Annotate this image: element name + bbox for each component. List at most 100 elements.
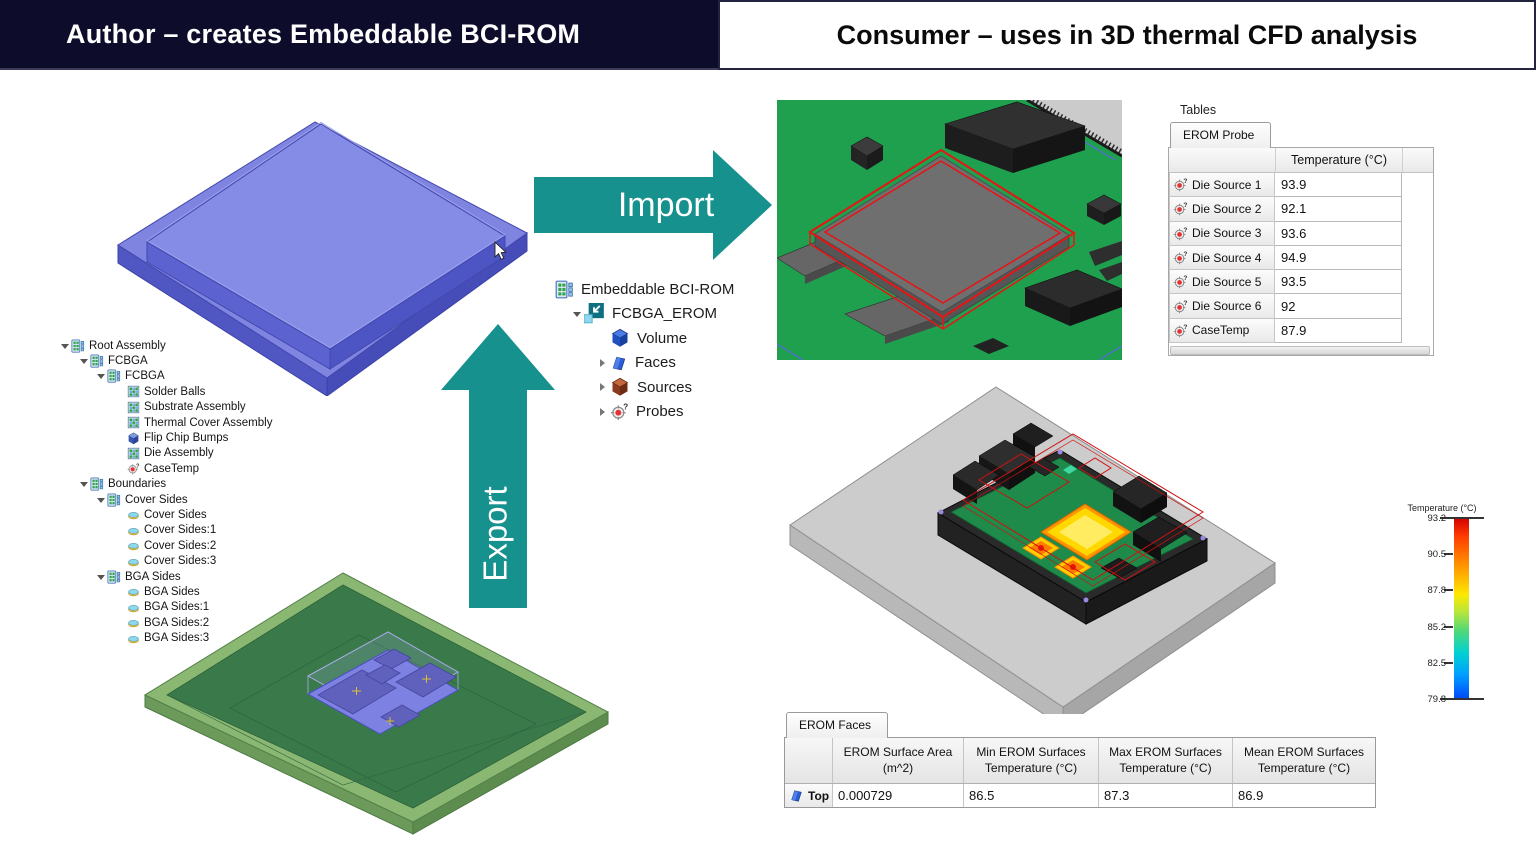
tree-item-cover-sides-1[interactable]: Cover Sides:1 bbox=[56, 523, 376, 538]
tree-item-flip-chip-bumps[interactable]: Flip Chip Bumps bbox=[56, 430, 376, 445]
assembly-icon bbox=[107, 493, 121, 507]
mean-temp-value: 86.9 bbox=[1232, 784, 1375, 807]
erom-faces-table-header: EROM Surface Area (m^2) Min EROM Surface… bbox=[785, 738, 1375, 784]
caret-down-icon[interactable] bbox=[96, 494, 106, 506]
surface-area-value: 0.000729 bbox=[832, 784, 963, 807]
probe-icon bbox=[1173, 274, 1188, 290]
row-label: Top bbox=[808, 788, 830, 803]
volume-cube-icon bbox=[611, 328, 629, 348]
probe-icon bbox=[1173, 299, 1188, 314]
author-assembly-tree: Root Assembly FCBGA FCBGA Solder Balls S… bbox=[56, 338, 376, 646]
grid-part-icon bbox=[127, 401, 140, 413]
face-icon bbox=[612, 356, 626, 371]
tree-item-fcbga-sub[interactable]: FCBGA bbox=[56, 369, 376, 384]
import-arrow-label: Import bbox=[618, 186, 715, 224]
tree-item-sources[interactable]: Sources bbox=[552, 375, 792, 400]
max-temp-column-header: Max EROM Surfaces Temperature (°C) bbox=[1098, 738, 1232, 783]
probe-icon bbox=[1173, 202, 1188, 217]
erom-faces-panel: EROM Faces EROM Surface Area (m^2) Min E… bbox=[784, 712, 1378, 808]
tree-item-bga-sides-group[interactable]: BGA Sides bbox=[56, 569, 376, 584]
caret-right-icon[interactable] bbox=[596, 406, 609, 418]
tab-erom-faces[interactable]: EROM Faces bbox=[786, 712, 889, 738]
boundary-disc-icon bbox=[128, 528, 139, 536]
tree-item-bga-sides[interactable]: BGA Sides bbox=[56, 584, 376, 599]
erom-icon bbox=[584, 303, 605, 325]
boundary-disc-icon bbox=[128, 543, 139, 551]
tree-item-casetemp[interactable]: CaseTemp bbox=[56, 461, 376, 476]
temperature-colorbar: Temperature (°C) 93.2 90.5 87.8 85.2 82.… bbox=[1394, 503, 1490, 715]
tree-item-solder-balls[interactable]: Solder Balls bbox=[56, 384, 376, 399]
table-row: Top 0.000729 86.5 87.3 86.9 bbox=[785, 784, 1375, 807]
caret-down-icon[interactable] bbox=[96, 370, 106, 382]
tree-item-bga-sides-3[interactable]: BGA Sides:3 bbox=[56, 630, 376, 645]
die-cluster bbox=[306, 631, 460, 735]
caret-down-icon[interactable] bbox=[570, 308, 583, 320]
caret-down-icon[interactable] bbox=[96, 571, 106, 583]
cube-icon bbox=[128, 431, 139, 445]
export-arrow-label: Export bbox=[477, 486, 514, 581]
surface-area-column-header: EROM Surface Area (m^2) bbox=[832, 738, 963, 783]
assembly-icon bbox=[90, 477, 104, 491]
tree-item-cover-sides[interactable]: Cover Sides bbox=[56, 507, 376, 522]
tree-item-die-assembly[interactable]: Die Assembly bbox=[56, 446, 376, 461]
colorbar-tick: 85.2 bbox=[1427, 622, 1447, 633]
tab-erom-probe[interactable]: EROM Probe bbox=[1170, 122, 1272, 148]
tree-item-faces[interactable]: Faces bbox=[552, 351, 792, 376]
temperature-value: 93.6 bbox=[1275, 221, 1402, 246]
author-header-title: Author – creates Embeddable BCI-ROM bbox=[66, 18, 581, 49]
probe-icon bbox=[610, 402, 629, 421]
colorbar-tick: 79.8 bbox=[1427, 694, 1447, 705]
tree-item-cover-sides-2[interactable]: Cover Sides:2 bbox=[56, 538, 376, 553]
tree-item-cover-sides-group[interactable]: Cover Sides bbox=[56, 492, 376, 507]
colorbar-tick: 82.5 bbox=[1427, 658, 1447, 669]
caret-right-icon[interactable] bbox=[596, 357, 609, 369]
tree-item-boundaries[interactable]: Boundaries bbox=[56, 477, 376, 492]
tree-item-bga-sides-2[interactable]: BGA Sides:2 bbox=[56, 615, 376, 630]
tree-item-embeddable-bci-rom[interactable]: Embeddable BCI-ROM bbox=[552, 277, 792, 302]
caret-down-icon[interactable] bbox=[79, 478, 89, 490]
tree-item-cover-sides-3[interactable]: Cover Sides:3 bbox=[56, 553, 376, 568]
export-arrow: Export bbox=[441, 324, 555, 608]
tree-item-substrate-assembly[interactable]: Substrate Assembly bbox=[56, 400, 376, 415]
tree-item-root-assembly[interactable]: Root Assembly bbox=[56, 338, 376, 353]
tree-item-fcbga-erom[interactable]: FCBGA_EROM bbox=[552, 302, 792, 327]
table-scrollbar[interactable] bbox=[1170, 346, 1430, 356]
tree-item-bga-sides-1[interactable]: BGA Sides:1 bbox=[56, 600, 376, 615]
colorbar-tick: 87.8 bbox=[1427, 585, 1447, 596]
import-arrow: Import bbox=[534, 150, 772, 260]
tree-item-volume[interactable]: Volume bbox=[552, 326, 792, 351]
temperature-column-header: Temperature (°C) bbox=[1275, 148, 1402, 172]
consumer-header-title: Consumer – uses in 3D thermal CFD analys… bbox=[836, 19, 1418, 50]
thermal-cfd-3d-view bbox=[789, 386, 1276, 714]
temperature-value: 94.9 bbox=[1275, 245, 1402, 271]
colorbar-tick: 93.2 bbox=[1427, 513, 1447, 524]
tree-item-probes[interactable]: Probes bbox=[552, 400, 792, 425]
source-cube-icon bbox=[611, 377, 629, 397]
thermal-board bbox=[936, 422, 1209, 625]
erom-wireframes bbox=[962, 433, 1204, 587]
assembly-icon bbox=[107, 369, 121, 384]
probe-icon bbox=[1173, 323, 1188, 338]
caret-down-icon[interactable] bbox=[79, 355, 89, 367]
probe-icon bbox=[1173, 177, 1188, 192]
caret-down-icon[interactable] bbox=[60, 340, 70, 352]
tree-item-thermal-cover-assembly[interactable]: Thermal Cover Assembly bbox=[56, 415, 376, 430]
author-header-banner: Author – creates Embeddable BCI-ROM bbox=[0, 0, 718, 70]
caret-right-icon[interactable] bbox=[596, 381, 609, 393]
tables-panel-title: Tables bbox=[1180, 103, 1217, 117]
grid-part-icon bbox=[127, 386, 140, 398]
erom-red-outline bbox=[808, 148, 1076, 330]
tree-item-fcbga[interactable]: FCBGA bbox=[56, 353, 376, 368]
probe-icon bbox=[1173, 250, 1188, 265]
substrate-die-3d-view bbox=[143, 572, 610, 835]
colorbar-tick: 90.5 bbox=[1427, 549, 1447, 560]
colorbar-title: Temperature (°C) bbox=[1407, 503, 1477, 513]
temperature-value: 93.9 bbox=[1275, 173, 1402, 198]
